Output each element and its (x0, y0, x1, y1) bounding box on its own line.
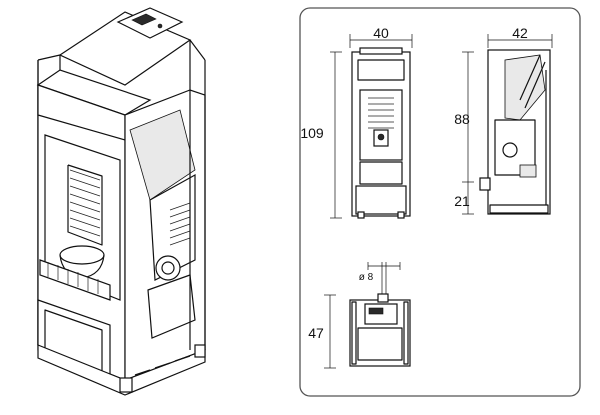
side-lower-height-label: 21 (454, 193, 470, 209)
front-height-label: 109 (300, 125, 324, 141)
flue-outlet (479, 177, 491, 191)
control-display (131, 13, 157, 26)
control-knob-icon (157, 23, 163, 29)
auger-housing (149, 173, 196, 281)
base-slots (134, 355, 191, 376)
front-firebox (359, 89, 403, 161)
front-ash-box (359, 161, 403, 185)
ash-grid (47, 262, 99, 294)
ash-tray (39, 259, 111, 301)
firebox-grill (67, 164, 103, 246)
side-upper-height-label: 88 (454, 111, 470, 127)
flue-diameter-label: ø 8 (359, 272, 374, 283)
side-vents (169, 202, 191, 246)
isometric-view (36, 7, 206, 396)
side-view: 42 88 21 (454, 25, 553, 215)
pellet-hopper (129, 109, 196, 201)
control-panel (116, 7, 184, 39)
top-flue (377, 293, 389, 303)
side-fan-icon (502, 142, 518, 158)
views-frame (299, 7, 581, 397)
side-depth-label: 42 (512, 25, 528, 41)
top-view: ø 8 47 (308, 262, 411, 369)
front-firebox-grill (368, 97, 394, 129)
front-view: 40 109 (300, 25, 413, 219)
top-depth-label: 47 (308, 325, 324, 341)
lower-mechanics (147, 274, 196, 339)
side-mechanism (494, 119, 536, 176)
front-width-label: 40 (373, 25, 389, 41)
fan-motor (155, 255, 181, 281)
top-display (368, 307, 384, 315)
foot-right (194, 344, 206, 358)
foot-front (119, 377, 133, 393)
front-hood (357, 59, 405, 81)
front-lower-panel (355, 185, 407, 215)
burn-pot (59, 245, 105, 265)
front-top-cap (359, 47, 403, 55)
